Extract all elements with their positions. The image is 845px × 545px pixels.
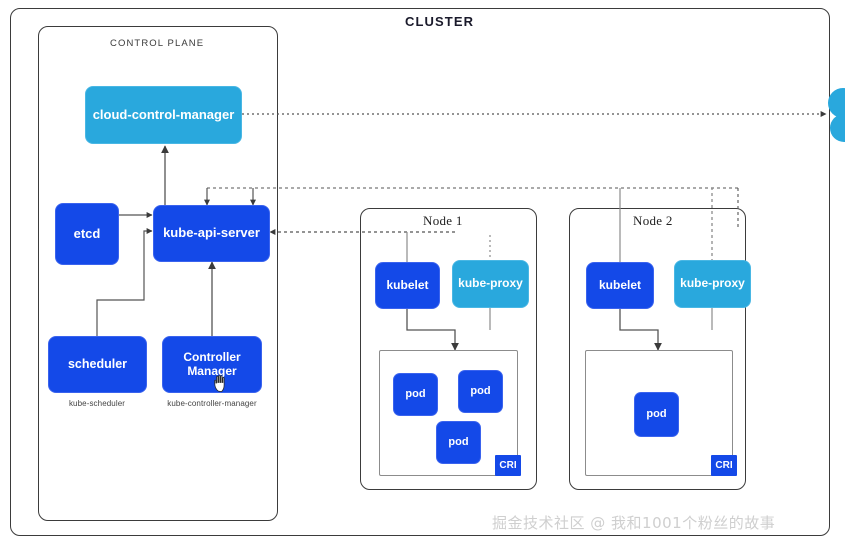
node-1-pod-2[interactable]: pod	[458, 370, 503, 413]
hand-cursor-icon	[214, 374, 225, 393]
cloud-icon-lobe-top	[828, 88, 845, 118]
cloud-icon	[828, 88, 845, 148]
node-2-kubelet[interactable]: kubelet	[586, 262, 654, 309]
component-cloud-control-manager[interactable]: cloud-control-manager	[85, 86, 242, 144]
component-scheduler[interactable]: scheduler	[48, 336, 147, 393]
node-1-kube-proxy[interactable]: kube-proxy	[452, 260, 529, 308]
node-2-kube-proxy[interactable]: kube-proxy	[674, 260, 751, 308]
node-1-frame	[360, 208, 537, 490]
node-1-cri-sandbox	[379, 350, 518, 476]
cloud-icon-lobe-bottom	[830, 114, 845, 142]
node-2-cri-badge: CRI	[711, 455, 737, 476]
node-1-kubelet[interactable]: kubelet	[375, 262, 440, 309]
node-1-cri-badge: CRI	[495, 455, 521, 476]
watermark-text: 掘金技术社区 @ 我和1001个粉丝的故事	[492, 514, 776, 532]
component-kube-api-server[interactable]: kube-api-server	[153, 205, 270, 262]
node-1-pod-3[interactable]: pod	[436, 421, 481, 464]
control-plane-frame	[38, 26, 278, 521]
component-controller-manager[interactable]: Controller Manager	[162, 336, 262, 393]
node-2-pod-1[interactable]: pod	[634, 392, 679, 437]
node-1-pod-1[interactable]: pod	[393, 373, 438, 416]
component-etcd[interactable]: etcd	[55, 203, 119, 265]
node-2-title: Node 2	[633, 213, 673, 228]
cluster-frame	[10, 8, 830, 536]
node-2-frame	[569, 208, 746, 490]
controller-manager-sublabel: kube-controller-manager	[167, 399, 257, 408]
node-2-cri-sandbox	[585, 350, 733, 476]
cluster-title: CLUSTER	[405, 14, 475, 29]
scheduler-sublabel: kube-scheduler	[68, 399, 126, 408]
control-plane-title: CONTROL PLANE	[110, 38, 205, 49]
node-1-title: Node 1	[423, 213, 463, 228]
